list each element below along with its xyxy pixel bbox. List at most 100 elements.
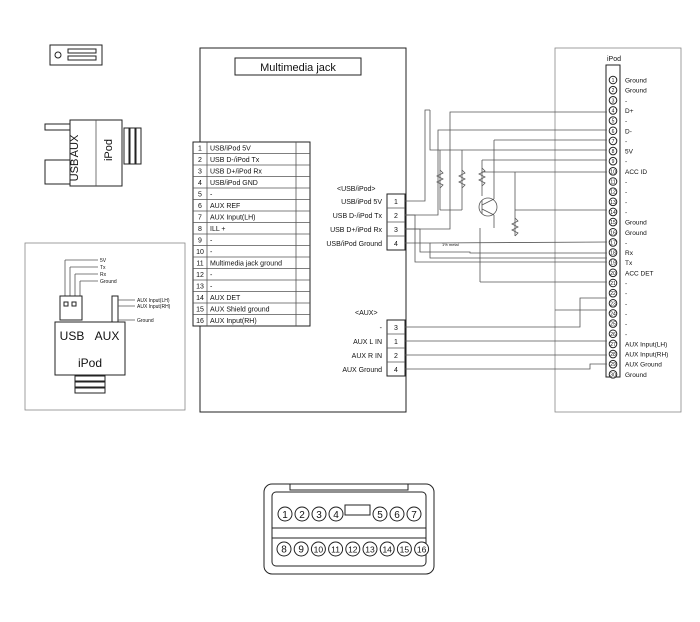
ipod-pin-circle [608,146,618,156]
ipod-box-title: iPod [607,56,621,63]
ipod-pin-number: 30 [610,372,616,378]
ipod-pin-label: Ground [625,230,647,237]
jack-detail-panel: 5V Tx Rx Ground AUX Input(LH) AUX Input(… [24,242,186,411]
usb-wire-tx-label: Tx [100,265,106,271]
connector-pin [328,506,344,522]
ipod-pin-number: 1 [612,78,615,84]
connector-pin [293,541,309,557]
ipod-pin-circle [608,288,618,298]
jack-icon: AUX USB iPod [44,119,142,187]
ipod-pin-number: 20 [610,271,616,277]
pin-table-label: AUX Shield ground [210,307,270,314]
ipod-pin-number: 17 [610,240,616,246]
connector-pin-number: 14 [382,545,392,555]
ipod-pin-label: - [625,240,627,247]
usb-wire-rx-label: Rx [100,272,107,278]
connector-pin [294,506,310,522]
ipod-pin-circle [608,217,618,227]
group-pin-number: 2 [394,353,398,360]
ipod-pin-label: - [625,291,627,298]
ipod-pin-number: 21 [610,281,616,287]
group-pin-label: USB D+/iPod Rx [330,227,382,234]
ipod-pin-number: 5 [612,119,615,125]
group-pin-label: AUX R IN [352,353,382,360]
pin-table-number: 4 [198,180,202,187]
pin-table-number: 7 [198,215,202,222]
connector-pin [414,541,430,557]
ipod-pin-label: AUX Input(RH) [625,352,668,359]
group-pin-number: 2 [394,213,398,220]
ipod-pin-label: - [625,98,627,105]
ipod-pin-circle [608,75,618,85]
connector-pin-number: 2 [299,510,305,521]
ipod-pin-number: 11 [610,180,615,186]
ipod-pin-number: 9 [612,159,615,165]
pin-table-number: 2 [198,157,202,164]
usb-wire-5v-label: 5V [100,258,107,264]
ipod-pin-label: ACC ID [625,169,647,176]
connector-pin-number: 4 [333,510,339,521]
multimedia-jack-title-box [234,57,362,76]
jack-detail-aux-label: AUX [95,329,120,343]
connector-pin [396,541,412,557]
ipod-pin-circle [608,156,618,166]
pin-table-number: 3 [198,169,202,176]
ipod-pin-number: 24 [610,311,616,317]
connector-pin-number: 9 [298,545,304,556]
ipod-pin-number: 7 [612,139,615,145]
ipod-pin-label: Ground [625,88,647,95]
connector-pin-number: 10 [314,545,324,555]
small-component-icon [49,44,103,66]
pin-table-number: 8 [198,226,202,233]
ipod-pin-label: Ground [625,220,647,227]
group-pin-number: 3 [394,325,398,332]
pin-table-label: USB D-/iPod Tx [210,157,260,164]
ipod-pin-label: - [625,321,627,328]
connector-pin-number: 6 [394,510,400,521]
pin-table-number: 15 [196,307,204,314]
group-pin-label: USB/iPod Ground [326,241,382,248]
connector-pin [311,506,327,522]
ipod-pin-number: 26 [610,332,616,338]
aux-wire-rh-label: AUX Input(RH) [137,304,171,310]
pin-table-label: AUX Input(RH) [210,318,257,325]
pin-table-label: - [210,284,213,291]
connector-pin-number: 15 [400,545,410,555]
connector-pin [345,541,361,557]
pin-table-number: 11 [196,261,203,268]
jack-icon-aux-label: AUX [69,134,81,157]
connector-pin [379,541,395,557]
ipod-pin-circle [608,339,618,349]
ipod-pin-label: D- [625,128,632,135]
ipod-pin-label: Ground [625,372,647,379]
ipod-pin-circle [608,268,618,278]
connector-pin-number: 12 [348,545,358,555]
ipod-pin-label: Tx [625,260,633,267]
usb-group-header: <USB/iPod> [337,186,376,193]
pin-table-label: USB/iPod 5V [210,146,251,153]
connector-pin [328,541,344,557]
group-pin-number: 4 [394,241,398,248]
ipod-pin-label: - [625,138,627,145]
resistor-note: 1% metal [442,242,459,247]
pin-table-number: 5 [198,192,202,199]
connector-pin [406,506,422,522]
aux-group-header: <AUX> [355,310,378,317]
usb-wire-ground-label: Ground [100,279,117,285]
ipod-pin-number: 15 [610,220,616,226]
ipod-pin-number: 8 [612,149,615,155]
pin-table-label: - [210,272,213,279]
ipod-pin-circle [608,319,618,328]
ipod-pin-number: 13 [610,200,616,206]
group-pin-number: 4 [394,367,398,374]
ipod-pin-circle [608,136,618,146]
ipod-pin-circle [608,309,618,318]
ipod-pin-circle [608,299,618,308]
ipod-pin-circle [608,106,618,115]
ipod-pin-circle [608,96,618,105]
ipod-pin-label: - [625,311,627,318]
